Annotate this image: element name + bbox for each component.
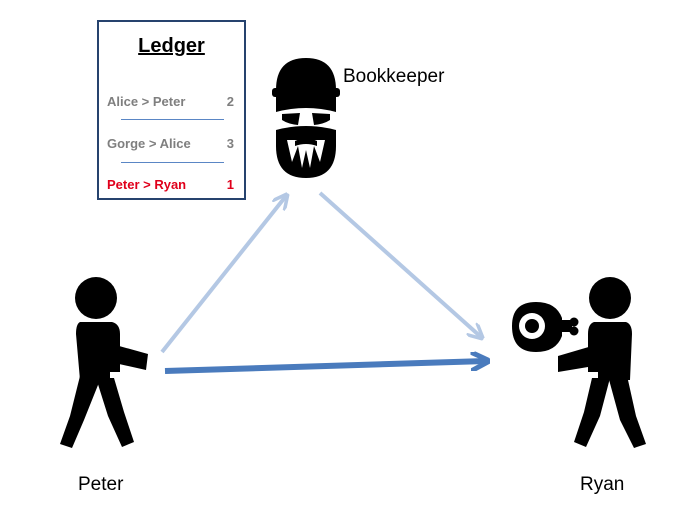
ledger-title: Ledger [138,35,205,57]
ledger-entry-parties: Peter > Ryan [107,177,187,192]
ledger-entry: Alice > Peter 2 [107,94,234,114]
ledger-entry-amount: 1 [226,177,234,192]
ledger-entry-highlighted: Peter > Ryan 1 [107,177,234,197]
ledger-box: Ledger Alice > Peter 2 Gorge > Alice 3 P… [97,20,246,200]
ledger-entry: Gorge > Alice 3 [107,136,234,156]
ledger-entry-amount: 2 [226,94,234,109]
arrow-bookkeeper-to-ryan [318,191,481,337]
peter-label: Peter [78,474,124,495]
arrow-peter-to-ryan [164,361,486,374]
ryan-label: Ryan [580,474,625,495]
ledger-entry-amount: 3 [226,136,234,151]
person-walking-icon [558,277,646,448]
ledger-divider [121,119,224,120]
person-walking-icon [60,277,148,448]
ham-icon [512,302,579,352]
ledger-divider [121,162,224,163]
masked-bandit-icon [272,58,340,178]
ledger-entry-parties: Gorge > Alice [107,136,191,151]
arrow-peter-to-bookkeeper [160,196,286,354]
bookkeeper-label: Bookkeeper [343,66,445,87]
ledger-entry-parties: Alice > Peter [107,94,186,109]
